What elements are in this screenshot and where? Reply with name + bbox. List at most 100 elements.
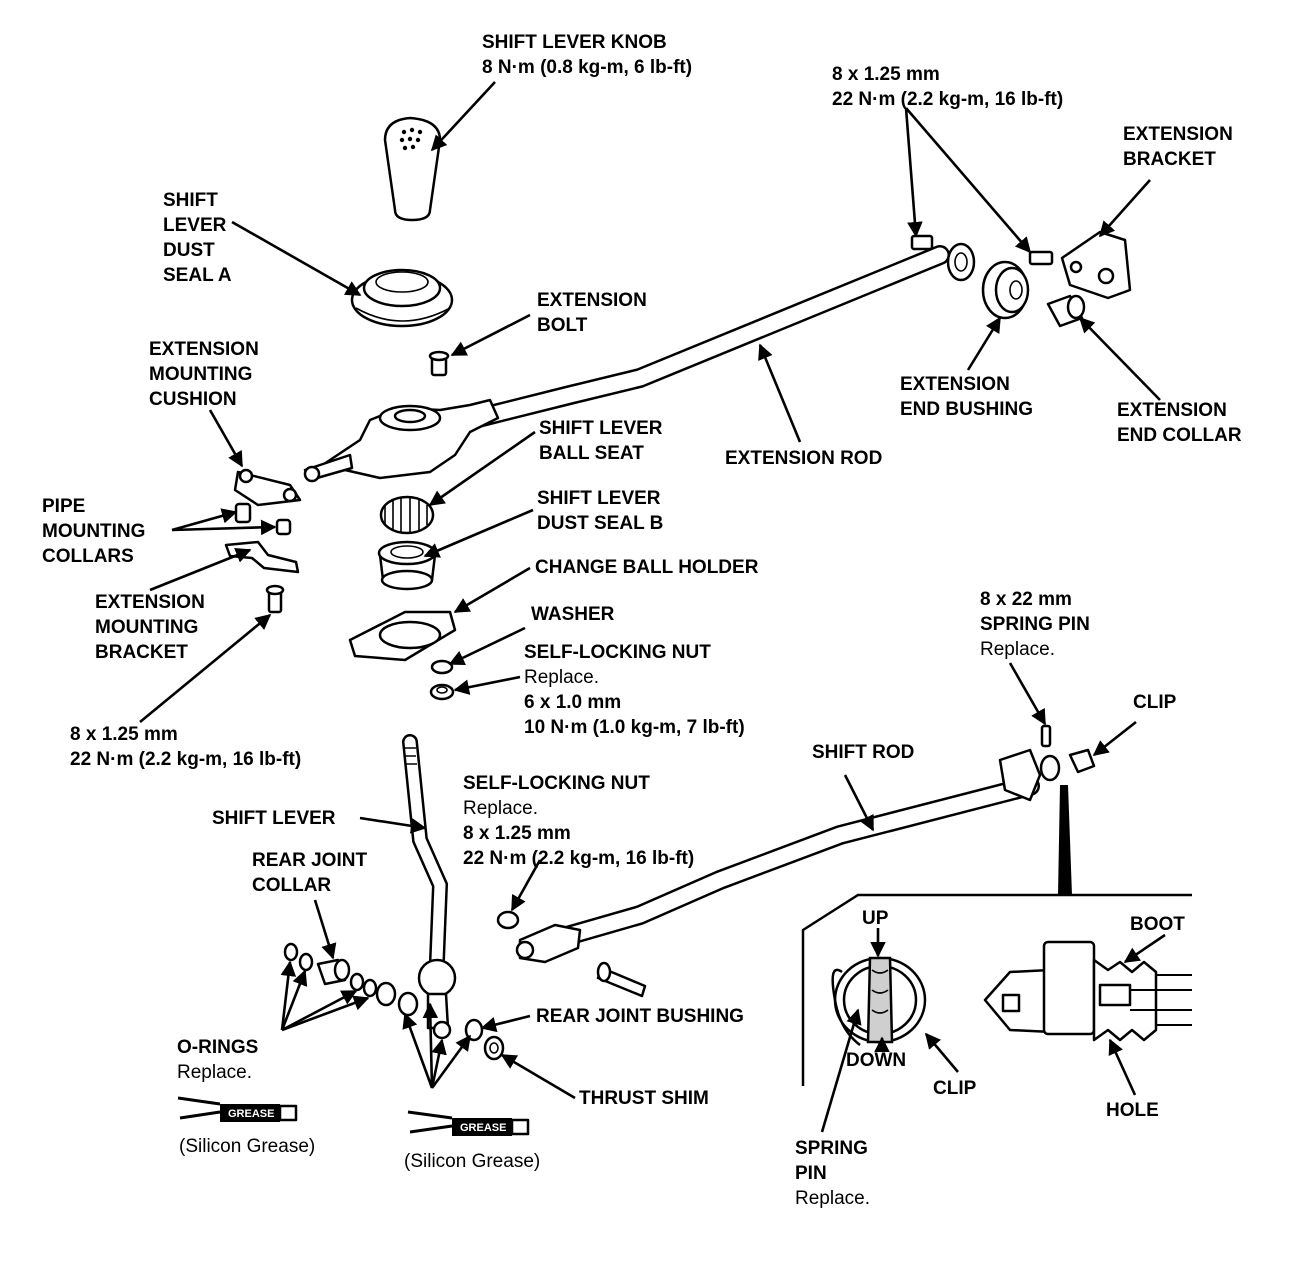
leader-ext-bracket (1098, 179, 1151, 238)
label-down: DOWN (846, 1050, 907, 1071)
thrust-shim (483, 1035, 505, 1061)
label-hole: HOLE (1106, 1100, 1159, 1121)
label-up: UP (862, 908, 889, 929)
change-ball-holder (348, 610, 457, 662)
leader-hole (1108, 1038, 1137, 1096)
self-locking-nut-upper (429, 683, 455, 701)
grease-tube-2: GREASE (407, 1110, 530, 1136)
o-ring-1 (283, 942, 299, 962)
leader-lock-nut-2 (510, 859, 542, 912)
grease-tube-2-text: GREASE (460, 1122, 506, 1134)
o-ring-4 (362, 978, 378, 998)
label-rear-joint-bushing: REAR JOINT BUSHING (536, 1006, 744, 1027)
label-washer: WASHER (531, 604, 615, 625)
leader-bolt-top-1 (904, 107, 923, 238)
label-thrust-shim: THRUST SHIM (579, 1088, 709, 1109)
boot-detail-view (983, 940, 1192, 1042)
leader-grease-1 (402, 1012, 434, 1089)
label-boot: BOOT (1130, 914, 1185, 935)
extension-rod (460, 245, 950, 430)
leader-ext-bolt (450, 313, 531, 357)
leader-spring-pin-detail (820, 1008, 862, 1133)
leader-lock-nut-1 (453, 675, 521, 695)
o-ring-3 (349, 972, 365, 992)
label-clip-top: CLIP (1133, 692, 1177, 713)
extension-bolt (428, 350, 450, 377)
extension-mounting-bracket (224, 540, 300, 574)
label-change-ball-holder: CHANGE BALL HOLDER (535, 557, 759, 578)
extension-end-bushing (981, 260, 1030, 320)
leader-grease-4 (430, 1034, 472, 1089)
leader-clip (1092, 720, 1137, 757)
leader-lines (139, 81, 1166, 1133)
pipe-mounting-collar-2 (275, 518, 292, 536)
extension-bracket (1060, 230, 1132, 300)
leader-cushion (208, 409, 244, 468)
leader-thrust-shim (500, 1053, 576, 1100)
leader-o-ring-3 (281, 989, 358, 1032)
leader-bolt-top-2 (905, 107, 1032, 254)
spring-pin-small (1040, 724, 1052, 748)
shift-rod (550, 776, 1040, 948)
pipe-mounting-collar-1 (234, 502, 252, 524)
bracket-bolt-left (265, 584, 285, 614)
label-silicon-grease-1: (Silicon Grease) (179, 1136, 316, 1157)
leader-dust-seal-b (423, 508, 534, 558)
leader-clip-detail (924, 1032, 959, 1073)
bolt-top-left (910, 234, 934, 251)
leader-rear-joint-collar (313, 899, 337, 960)
leader-grease-2 (422, 1002, 439, 1089)
rear-joint-bushing-ring (397, 991, 419, 1017)
leader-collar-1 (171, 508, 238, 532)
shift-rod-joint (998, 748, 1061, 802)
leader-grease-3 (430, 1038, 447, 1089)
leader-o-ring-4 (281, 995, 370, 1032)
label-extension-rod: EXTENSION ROD (725, 448, 883, 469)
shift-lever-ball-seat (379, 495, 435, 535)
leader-spring-pin (1008, 662, 1047, 726)
leader-collar-2 (171, 519, 277, 536)
leader-o-ring-1 (280, 960, 297, 1031)
leader-rear-joint-bushing (480, 1014, 531, 1033)
leader-end-collar (1078, 316, 1161, 401)
leader-shift-rod (843, 774, 875, 832)
grease-tube-1-text: GREASE (228, 1108, 274, 1120)
label-shift-rod: SHIFT ROD (812, 742, 915, 763)
shift-lever (402, 734, 457, 1040)
leader-knob (430, 81, 496, 152)
label-silicon-grease-2: (Silicon Grease) (404, 1151, 541, 1172)
label-shift-lever: SHIFT LEVER (212, 808, 336, 829)
clip-detail-view (831, 956, 927, 1046)
leader-ball-seat (428, 430, 536, 507)
extension-housing (303, 398, 500, 483)
shift-rod-clevis (515, 923, 582, 964)
leader-boot (1123, 933, 1166, 964)
shift-lever-dust-seal-b (377, 540, 437, 591)
self-locking-nut-lower (496, 910, 520, 930)
o-ring-2 (298, 952, 314, 972)
bolt-top-right (1028, 250, 1054, 266)
leader-dust-seal-a (231, 220, 362, 297)
shift-lever-knob (383, 116, 442, 222)
rear-joint-bushing-left (375, 981, 397, 1007)
leader-shift-lever (359, 816, 427, 834)
extension-mounting-cushion (233, 468, 302, 507)
clip-small (1068, 748, 1096, 774)
